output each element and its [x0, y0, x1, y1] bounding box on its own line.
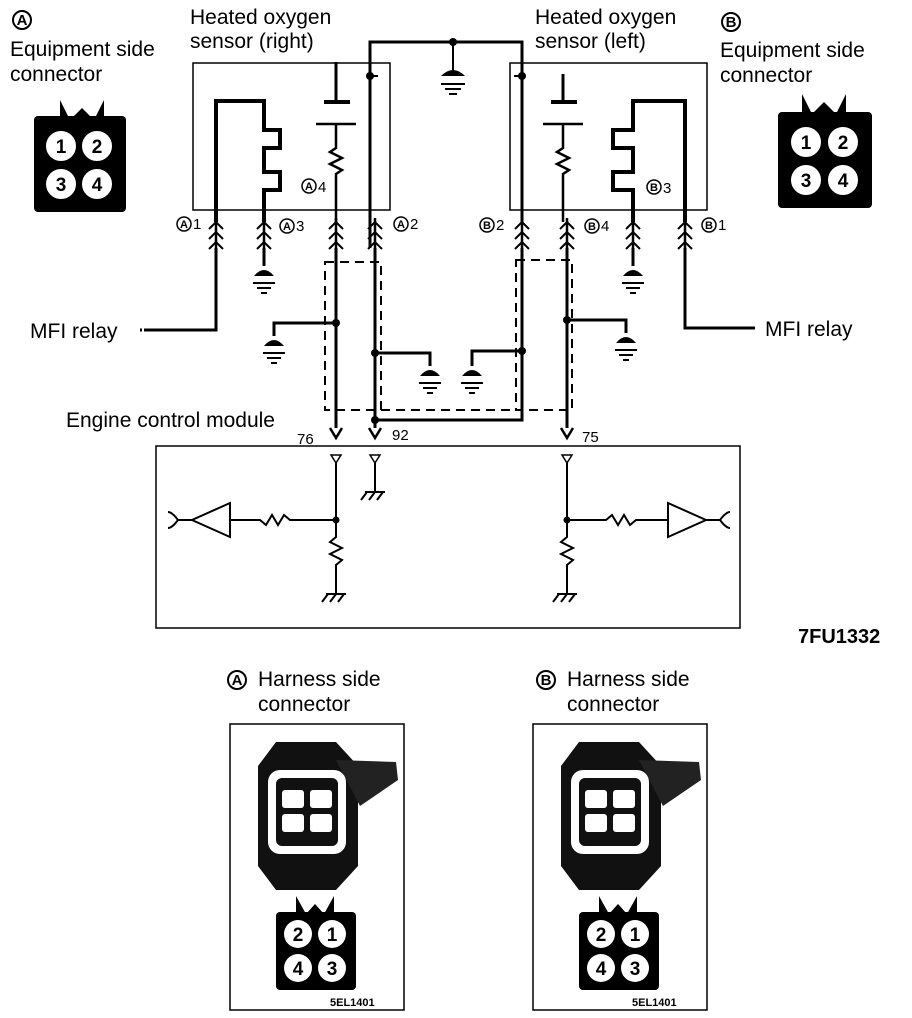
heater-element-left	[611, 99, 687, 222]
harness-pinout-b: 2 1 4 3	[579, 896, 659, 990]
svg-text:1: 1	[193, 216, 201, 233]
svg-text:3: 3	[630, 959, 641, 980]
harness-code-b: 5EL1401	[632, 997, 677, 1009]
harness-connector-a: A Harness side connector 2 1 4 3 5EL1401	[227, 668, 405, 1011]
sensor-right-title-line2: sensor (right)	[190, 30, 314, 53]
eq-b-pin-3: 3	[801, 171, 812, 192]
svg-text:3: 3	[663, 180, 671, 197]
svg-text:4: 4	[601, 218, 609, 235]
svg-text:2: 2	[596, 925, 607, 946]
mfi-relay-label-left: MFI relay	[30, 320, 118, 343]
harness-plug-b-icon	[561, 742, 701, 890]
svg-text:A: A	[180, 219, 188, 231]
ground-icon	[263, 340, 285, 364]
wiring-harness	[146, 222, 755, 428]
svg-text:1: 1	[630, 925, 641, 946]
ground-symbols	[253, 270, 644, 394]
mfi-relay-label-right: MFI relay	[765, 318, 853, 341]
equipment-connector-b-label: B Equipment side connector	[720, 12, 865, 87]
ecm-internal-circuit	[167, 427, 731, 603]
svg-text:A: A	[305, 181, 313, 193]
harness-side-label-a: Harness side	[258, 668, 381, 691]
svg-text:4: 4	[596, 959, 607, 980]
svg-text:A: A	[397, 219, 405, 231]
equipment-connector-b-icon: 1 2 3 4	[778, 94, 872, 208]
ecm-pin-92: 92	[392, 427, 409, 444]
svg-text:B: B	[483, 220, 491, 232]
equipment-connector-a-label: A Equipment side connector	[10, 10, 155, 86]
equipment-connector-a-icon: 1 2 3 4	[34, 100, 126, 212]
svg-text:3: 3	[296, 218, 304, 235]
harness-pinout-a: 2 1 4 3	[276, 896, 356, 990]
ground-icon	[615, 337, 637, 361]
ecm-pin-75: 75	[582, 429, 599, 446]
harness-letter-a: A	[232, 672, 243, 689]
harness-side-label-b: Harness side	[567, 668, 690, 691]
svg-text:4: 4	[318, 179, 326, 196]
svg-text:B: B	[588, 221, 596, 233]
eq-a-pin-3: 3	[56, 175, 67, 196]
ground-icon	[461, 370, 483, 394]
letter-a-circle	[12, 10, 32, 30]
sensing-element-right	[316, 62, 356, 222]
sensor-left-title-line2: sensor (left)	[535, 30, 646, 53]
svg-text:A: A	[283, 221, 291, 233]
eq-a-pin-2: 2	[92, 137, 103, 158]
ground-icon	[622, 270, 644, 294]
ecm-pin-76: 76	[297, 431, 314, 448]
letter-b-circle	[721, 12, 741, 32]
ecm-box	[155, 445, 741, 629]
sensor-left-box	[509, 62, 708, 211]
harness-connector-b: B Harness side connector 2 1 4 3 5EL1401	[532, 668, 708, 1011]
sensor-right-box	[192, 62, 391, 211]
connector-chevrons	[208, 218, 693, 250]
eq-b-pin-2: 2	[838, 133, 849, 154]
connector-label-a: connector	[10, 63, 102, 86]
heater-element-right	[214, 99, 282, 222]
eq-b-pin-1: 1	[801, 133, 812, 154]
connector-label-b: connector	[720, 64, 812, 87]
sensor-left-title-line1: Heated oxygen	[535, 6, 676, 29]
svg-text:2: 2	[410, 216, 418, 233]
svg-text:B: B	[650, 182, 658, 194]
harness-connector-label-a: connector	[258, 693, 350, 716]
sensor-ground-bus	[368, 40, 524, 222]
ground-icon	[253, 270, 275, 294]
letter-b: B	[726, 14, 737, 31]
harness-code-a: 5EL1401	[330, 997, 375, 1009]
svg-text:B: B	[705, 220, 713, 232]
eq-a-pin-1: 1	[56, 137, 67, 158]
letter-a: A	[17, 12, 28, 29]
ground-symbol-top	[441, 42, 465, 95]
ground-icon	[419, 370, 441, 394]
svg-text:3: 3	[327, 959, 338, 980]
svg-text:1: 1	[718, 217, 726, 234]
figure-code: 7FU1332	[798, 626, 880, 648]
harness-letter-b: B	[541, 672, 552, 689]
equipment-side-label-a: Equipment side	[10, 38, 155, 61]
ecm-label: Engine control module	[66, 409, 275, 432]
svg-text:2: 2	[293, 925, 304, 946]
harness-connector-label-b: connector	[567, 693, 659, 716]
equipment-side-label-b: Equipment side	[720, 39, 865, 62]
svg-text:4: 4	[293, 959, 304, 980]
sensing-element-left	[543, 74, 583, 222]
svg-text:1: 1	[327, 925, 338, 946]
svg-text:2: 2	[496, 217, 504, 234]
eq-a-pin-4: 4	[92, 175, 103, 196]
eq-b-pin-4: 4	[838, 171, 849, 192]
harness-plug-a-icon	[258, 742, 398, 890]
sensor-right-title-line1: Heated oxygen	[190, 6, 331, 29]
